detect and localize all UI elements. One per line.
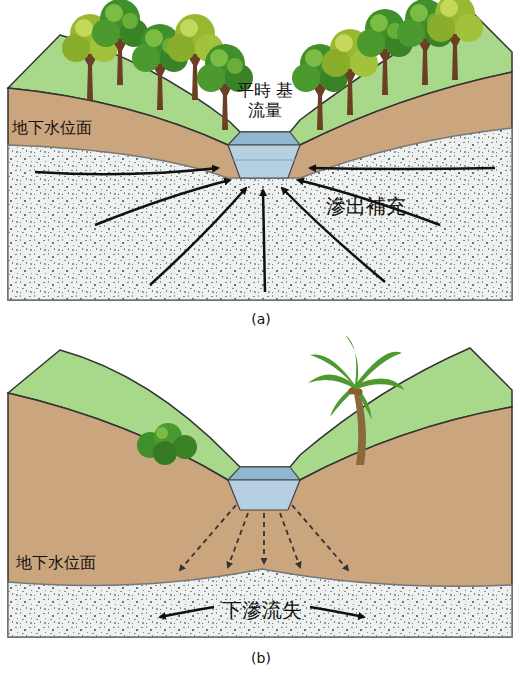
panel-label: (b) [236, 650, 286, 667]
flow-label: 下滲流失 [212, 598, 312, 622]
water-table-label: 地下水位面 [12, 118, 122, 137]
aquifer [8, 569, 512, 637]
stream-channel [228, 480, 300, 510]
stream-surface [228, 467, 300, 480]
seepage-arrows [180, 505, 348, 570]
stream-channel [228, 145, 300, 178]
panel-label: (a) [236, 311, 286, 328]
panel-a [8, 0, 512, 300]
soil-layer [8, 72, 512, 300]
trees [62, 0, 483, 130]
stream-label: 平時 基流量 [236, 80, 294, 121]
palm-tree [308, 335, 405, 465]
inflow-arrows [35, 168, 495, 292]
aquifer [8, 128, 512, 300]
water-table-label: 地下水位面 [16, 553, 126, 572]
flow-label: 滲出補充 [326, 194, 426, 218]
soil-layer [8, 393, 512, 637]
bush [137, 423, 197, 465]
panel-b [8, 335, 512, 637]
stream-surface [228, 132, 300, 145]
water-line [232, 160, 296, 161]
